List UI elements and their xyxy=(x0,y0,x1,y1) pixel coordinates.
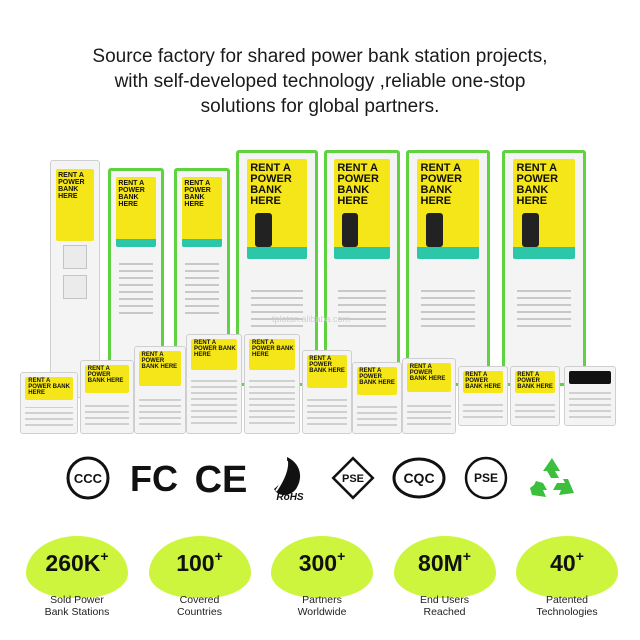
kiosk-large-2: RENT A POWER BANK HERE xyxy=(324,150,400,386)
ccc-icon: CCC xyxy=(60,452,116,504)
kiosk-screen xyxy=(569,371,611,385)
headline-line-3: solutions for global partners. xyxy=(200,96,440,117)
kiosk-screen: RENT A POWER BANK HERE xyxy=(249,339,295,371)
kiosk-small-3: RENT A POWER BANK HERE xyxy=(134,346,186,434)
stat-value: 40+ xyxy=(550,548,584,576)
kiosk-screen-text: RENT A POWER BANK HERE xyxy=(118,179,145,208)
kiosk-small-1: RENT A POWER BANK HERE xyxy=(20,372,78,434)
stat-blob xyxy=(271,536,373,598)
kiosk-screen-text: RENT A POWER BANK HERE xyxy=(420,161,463,207)
kiosk-screen-text: RENT A POWER BANK HERE xyxy=(141,352,178,371)
stat-blob xyxy=(148,536,251,598)
ccc-icon-text: CCC xyxy=(74,471,103,486)
kiosk-small-5: RENT A POWER BANK HERE xyxy=(244,334,300,434)
stat-blob xyxy=(516,536,618,598)
ce-icon-text: CE xyxy=(194,459,247,501)
kiosk-large-3: RENT A POWER BANK HERE xyxy=(406,150,490,386)
headline-line-2: with self-developed technology ,reliable… xyxy=(114,71,526,92)
fcc-icon: FC xyxy=(126,452,182,504)
rohs-icon-text: RoHS xyxy=(276,492,304,503)
kiosk-screen: RENT A POWER BANK HERE xyxy=(25,377,73,400)
kiosk-screen: RENT A POWER BANK HERE xyxy=(356,367,398,395)
kiosk-screen-text: RENT A POWER BANK HERE xyxy=(28,377,70,396)
kiosk-small-9: RENT A POWER BANK HERE xyxy=(458,366,508,426)
kiosk-screen: RENT A POWER BANK HERE xyxy=(512,159,576,259)
recycle-icon xyxy=(524,452,580,504)
kiosk-screen-text: RENT A POWER BANK HERE xyxy=(252,340,294,359)
kiosk-screen: RENT A POWER BANK HERE xyxy=(306,355,348,388)
headline-line-1: Source factory for shared power bank sta… xyxy=(92,46,548,67)
kiosk-screen: RENT A POWER BANK HERE xyxy=(514,371,556,394)
kiosk-screen: RENT A POWER BANK HERE xyxy=(416,159,480,259)
locker-panel xyxy=(59,245,91,309)
kiosk-screen-text: RENT A POWER BANK HERE xyxy=(194,340,236,359)
kiosk-small-4: RENT A POWER BANK HERE xyxy=(186,334,242,434)
cqc-icon: CQC xyxy=(391,452,447,504)
kiosk-small-8: RENT A POWER BANK HERE xyxy=(402,358,456,434)
rohs-icon: RoHS xyxy=(259,452,315,504)
certification-row: CCC FC CE RoHS PSE CQC PSE xyxy=(60,452,580,504)
kiosk-small-7: RENT A POWER BANK HERE xyxy=(352,362,402,434)
watermark: tplotan.alibaba.com xyxy=(272,314,351,324)
kiosk-tall-white: RENT A POWER BANK HERE xyxy=(50,160,100,398)
kiosk-screen-text: RENT A POWER BANK HERE xyxy=(517,371,553,390)
stat-value: 260K+ xyxy=(45,548,109,576)
kiosk-screen: RENT A POWER BANK HERE xyxy=(462,371,504,394)
kiosk-small-11 xyxy=(564,366,616,426)
pse-circle-icon: PSE xyxy=(458,452,514,504)
kiosk-screen: RENT A POWER BANK HERE xyxy=(246,159,308,259)
kiosk-screen-text: RENT A POWER BANK HERE xyxy=(337,161,379,207)
headline: Source factory for shared power bank sta… xyxy=(40,44,600,119)
kiosk-screen: RENT A POWER BANK HERE xyxy=(85,365,129,394)
kiosk-screen: RENT A POWER BANK HERE xyxy=(407,363,451,393)
kiosk-small-6: RENT A POWER BANK HERE xyxy=(302,350,352,434)
pse-diamond-icon-text: PSE xyxy=(342,473,364,485)
kiosk-screen-text: RENT A POWER BANK HERE xyxy=(465,371,501,390)
stat-value: 100+ xyxy=(176,548,223,576)
kiosk-small-10: RENT A POWER BANK HERE xyxy=(510,366,560,426)
kiosk-screen: RENT A POWER BANK HERE xyxy=(139,351,181,386)
kiosk-screen: RENT A POWER BANK HERE xyxy=(55,169,95,242)
kiosk-screen-text: RENT A POWER BANK HERE xyxy=(409,364,446,383)
kiosk-screen: RENT A POWER BANK HERE xyxy=(182,177,222,248)
ce-icon: CE xyxy=(193,452,249,504)
kiosk-small-2: RENT A POWER BANK HERE xyxy=(80,360,134,434)
kiosk-screen-text: RENT A POWER BANK HERE xyxy=(309,356,345,375)
stat-blob xyxy=(393,536,496,598)
kiosk-screen-text: RENT A POWER BANK HERE xyxy=(516,161,559,207)
kiosk-screen: RENT A POWER BANK HERE xyxy=(191,339,237,371)
kiosk-large-4: RENT A POWER BANK HERE xyxy=(502,150,586,386)
cqc-icon-text: CQC xyxy=(404,470,435,486)
stat-value: 300+ xyxy=(298,548,346,576)
kiosk-screen: RENT A POWER BANK HERE xyxy=(334,159,390,259)
kiosk-screen-text: RENT A POWER BANK HERE xyxy=(184,179,211,208)
kiosk-screen-text: RENT A POWER BANK HERE xyxy=(250,161,292,207)
pse-diamond-icon: PSE xyxy=(325,452,381,504)
kiosk-screen: RENT A POWER BANK HERE xyxy=(116,177,156,248)
kiosk-screen-text: RENT A POWER BANK HERE xyxy=(87,366,124,385)
stat-blob xyxy=(26,536,128,598)
fcc-icon-text: FC xyxy=(130,458,178,499)
pse-circle-icon-text: PSE xyxy=(474,471,498,485)
stat-value: 80M+ xyxy=(418,548,471,576)
kiosk-screen-text: RENT A POWER BANK HERE xyxy=(359,368,395,387)
kiosk-screen-text: RENT A POWER BANK HERE xyxy=(58,171,85,200)
